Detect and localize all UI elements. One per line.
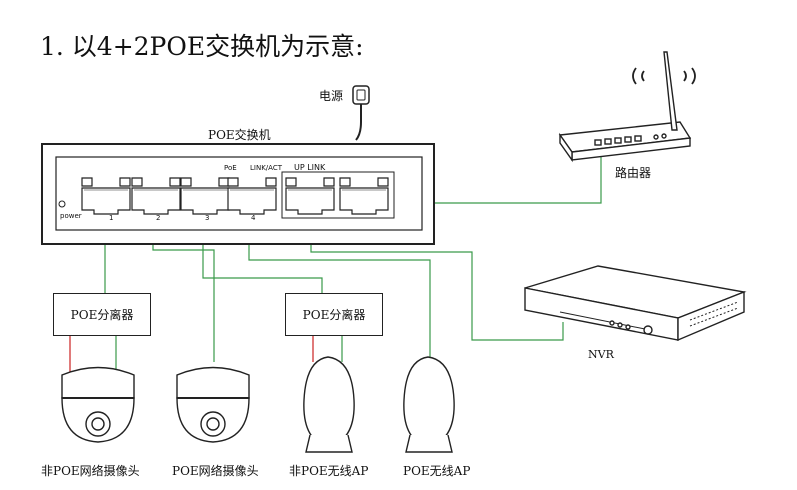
port-number-3: 3 bbox=[205, 214, 210, 222]
switch-poe-text: PoE bbox=[224, 164, 237, 172]
poe-splitter-box: POE分离器 bbox=[285, 293, 383, 336]
nvr-label: NVR bbox=[588, 348, 614, 361]
router-label: 路由器 bbox=[615, 166, 652, 180]
link-router bbox=[375, 150, 602, 204]
switch-link-act-text: LINK/ACT bbox=[250, 164, 282, 172]
port-number-1: 1 bbox=[109, 214, 114, 222]
device-label-poe-ap: POE无线AP bbox=[403, 464, 471, 478]
device-label-poe-camera: POE网络摄像头 bbox=[172, 464, 259, 478]
router-icon bbox=[558, 51, 692, 163]
device-label-non-poe-camera: 非POE网络摄像头 bbox=[41, 464, 140, 478]
wifi-signal-icon bbox=[632, 67, 696, 85]
wireless-ap-icon bbox=[303, 356, 355, 453]
uplink-frame bbox=[281, 171, 395, 219]
port-number-4: 4 bbox=[251, 214, 256, 222]
switch-uplink-text: UP LINK bbox=[294, 163, 326, 172]
poe-splitter-box: POE分离器 bbox=[53, 293, 151, 336]
nvr-icon bbox=[524, 265, 747, 342]
poe-port bbox=[131, 177, 181, 215]
wireless-ap-icon bbox=[403, 356, 455, 453]
switch-ports bbox=[81, 171, 395, 219]
power-adapter-icon bbox=[352, 85, 370, 141]
poe-port bbox=[81, 177, 131, 215]
diagram-title: 1. 以4+2POE交换机为示意: bbox=[40, 32, 364, 61]
dome-camera-icon bbox=[176, 366, 250, 443]
switch-power-text: power bbox=[60, 212, 82, 220]
port-number-2: 2 bbox=[156, 214, 161, 222]
poe-port bbox=[180, 177, 230, 215]
power-adapter-label: 电源 bbox=[319, 89, 344, 103]
uplink-port bbox=[339, 177, 389, 215]
poe-port bbox=[227, 177, 277, 215]
switch-label: POE交换机 bbox=[208, 128, 271, 142]
dome-camera-icon bbox=[61, 366, 135, 443]
device-label-non-poe-ap: 非POE无线AP bbox=[289, 464, 369, 478]
uplink-port bbox=[285, 177, 335, 215]
